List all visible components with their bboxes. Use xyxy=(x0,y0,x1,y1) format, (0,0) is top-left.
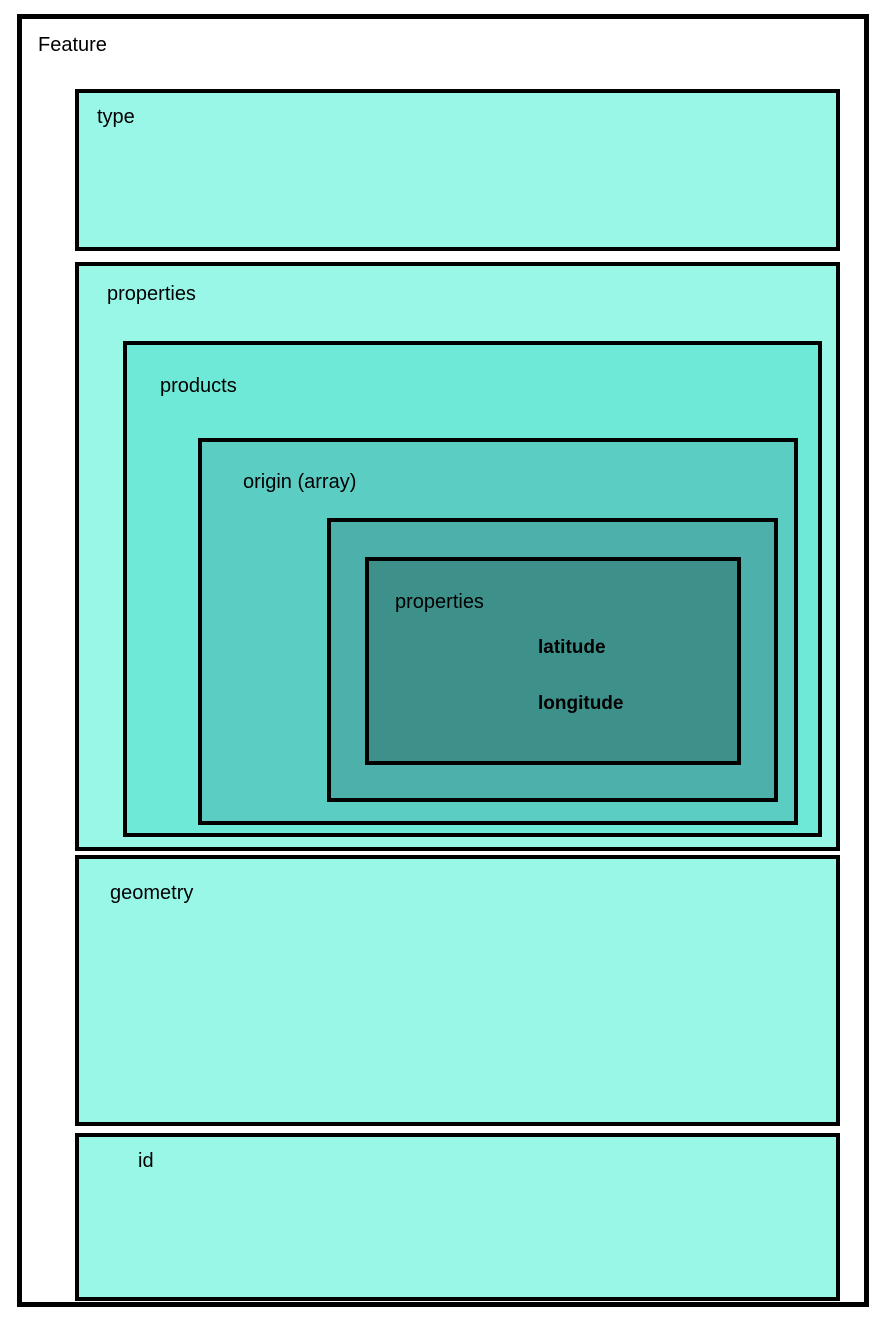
products-label: products xyxy=(160,375,237,397)
geometry-label: geometry xyxy=(110,882,194,904)
inner-properties-label: properties xyxy=(395,591,484,613)
origin-array-box: origin (array) properties latitude longi… xyxy=(198,438,798,825)
latitude-field-label: latitude xyxy=(538,637,606,658)
longitude-field-label: longitude xyxy=(538,693,624,714)
type-box: type xyxy=(75,89,840,251)
geometry-box: geometry xyxy=(75,855,840,1126)
products-box: products origin (array) properties latit… xyxy=(123,341,822,837)
feature-label: Feature xyxy=(38,34,107,56)
origin-array-label: origin (array) xyxy=(243,471,357,493)
type-label: type xyxy=(97,106,135,128)
properties-box: properties products origin (array) prope… xyxy=(75,262,840,851)
properties-label: properties xyxy=(107,283,196,305)
feature-box: Feature type properties products origin … xyxy=(17,14,869,1307)
origin-item-box: properties latitude longitude xyxy=(327,518,778,802)
inner-properties-box: properties latitude longitude xyxy=(365,557,741,765)
id-box: id xyxy=(75,1133,840,1301)
id-label: id xyxy=(138,1150,154,1172)
